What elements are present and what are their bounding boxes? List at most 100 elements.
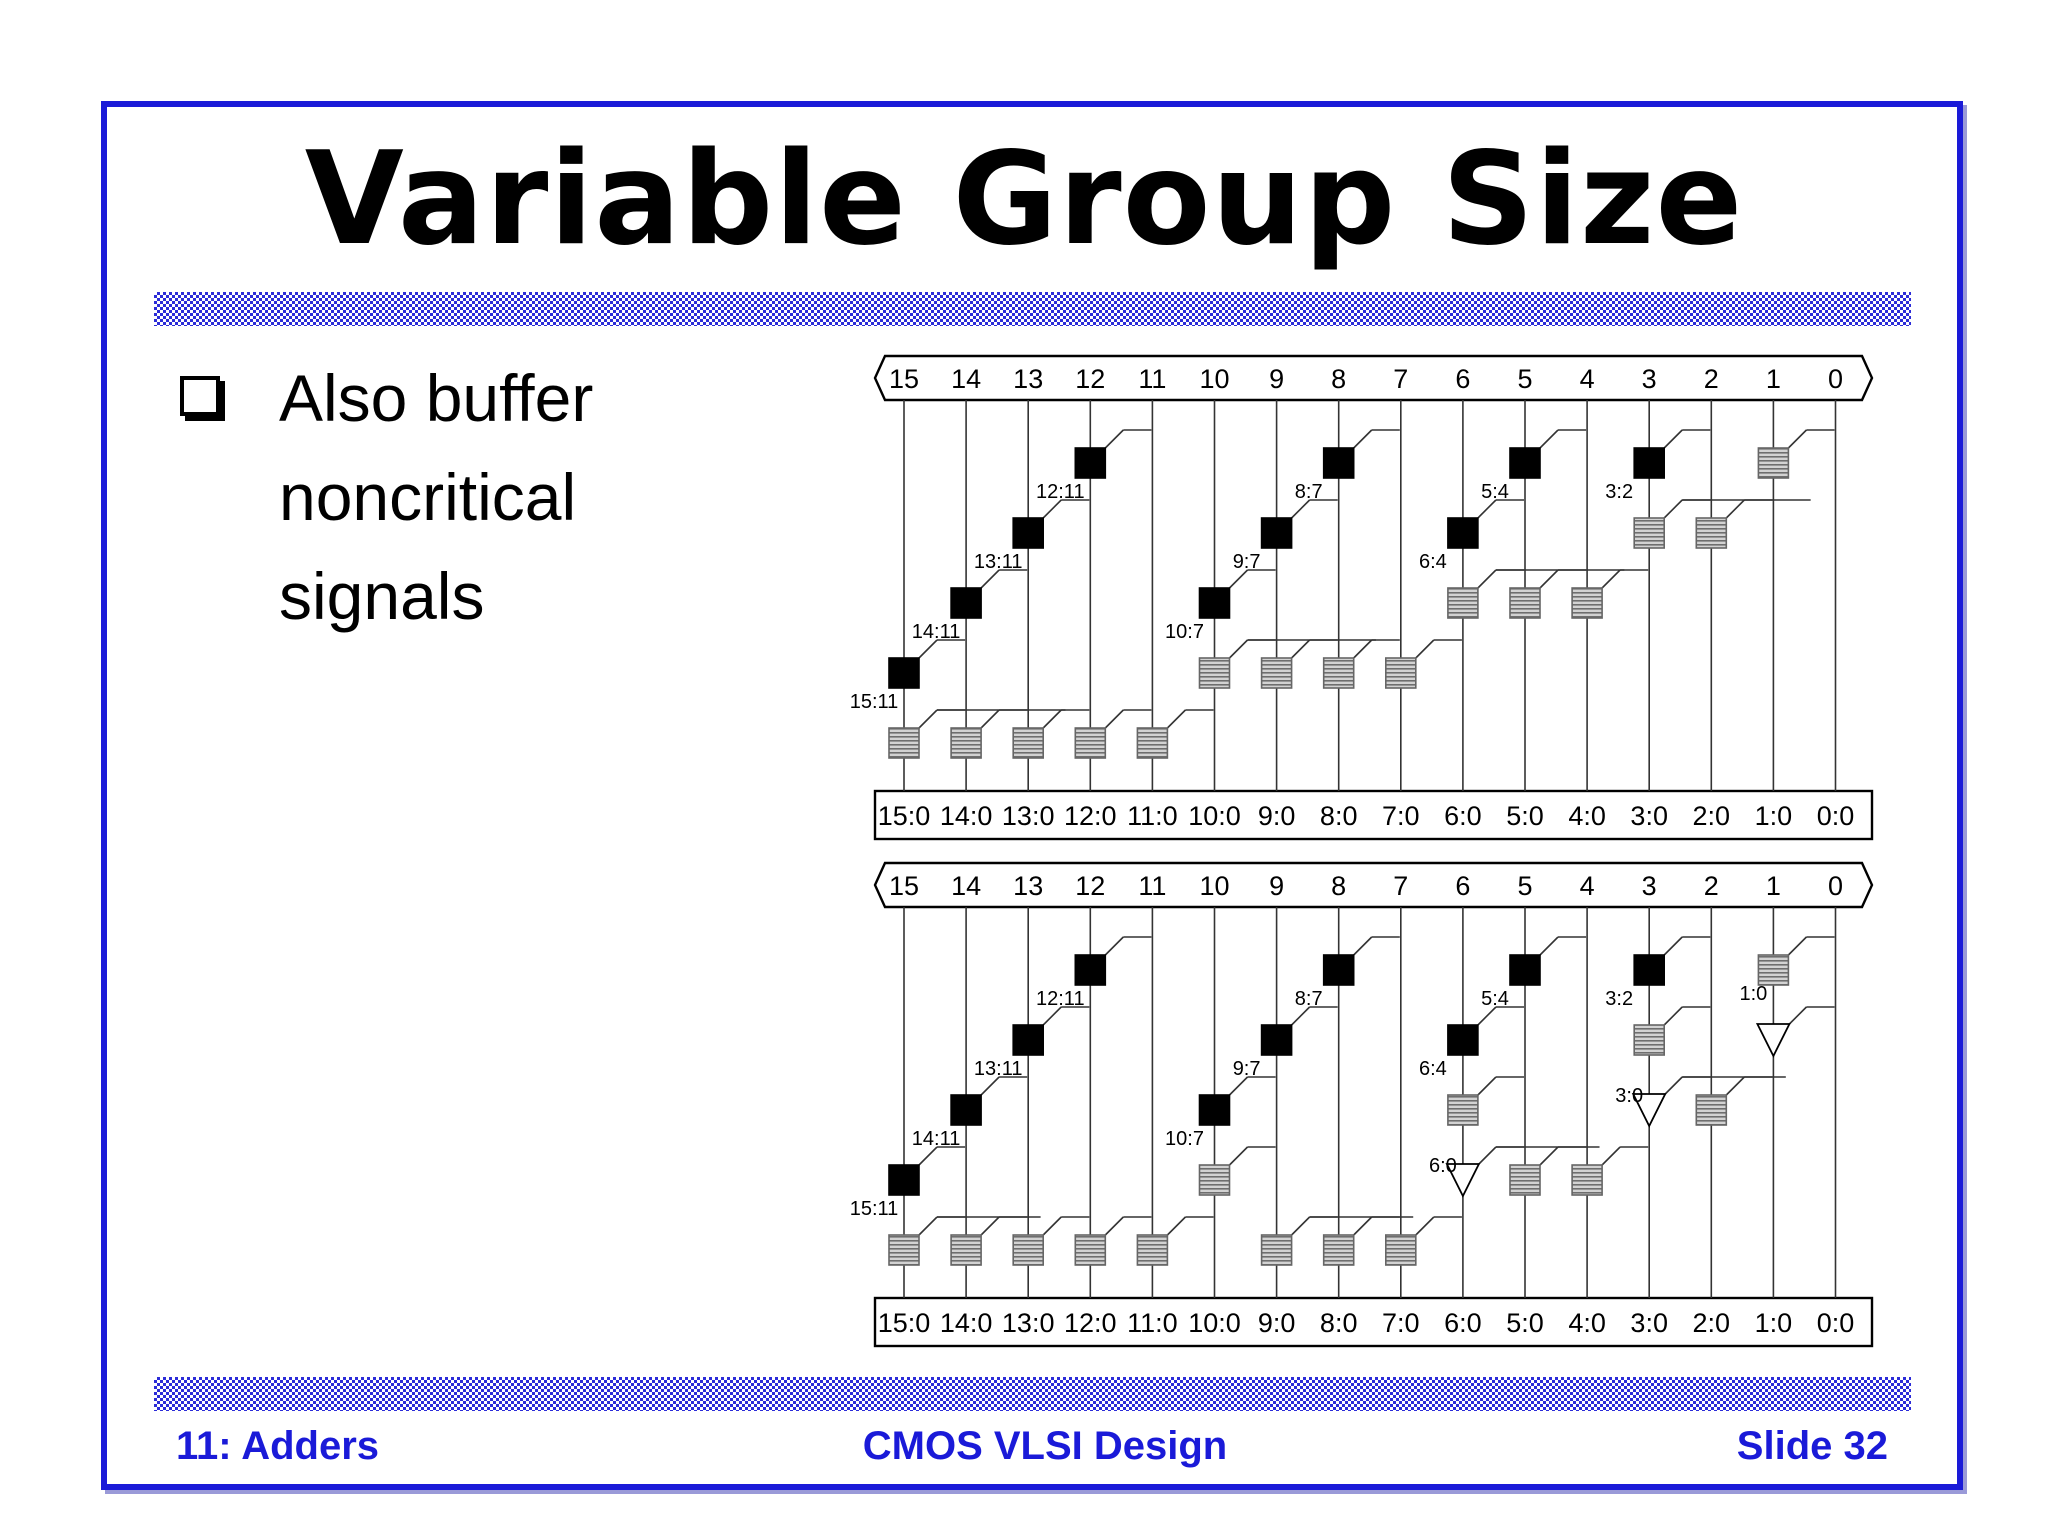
output-label: 12:0 bbox=[1064, 1308, 1117, 1338]
feed-wire bbox=[1104, 429, 1124, 449]
span-label: 9:7 bbox=[1233, 1058, 1261, 1080]
output-label: 11:0 bbox=[1127, 801, 1178, 831]
output-label: 9:0 bbox=[1258, 801, 1296, 831]
gray-cell bbox=[1260, 1234, 1293, 1266]
slide-title: Variable Group Size bbox=[304, 125, 1744, 274]
span-label: 6:0 bbox=[1429, 1155, 1457, 1177]
feed-wire bbox=[1042, 709, 1062, 729]
footer-course: CMOS VLSI Design bbox=[862, 1424, 1228, 1468]
span-label: 10:7 bbox=[1165, 1128, 1204, 1150]
output-label: 13:0 bbox=[1002, 1308, 1055, 1338]
feed-wire bbox=[980, 1216, 1000, 1236]
bit-index-label: 15 bbox=[889, 871, 919, 901]
feed-wire bbox=[1601, 1146, 1621, 1166]
gray-cell bbox=[1322, 1234, 1355, 1266]
gray-cell bbox=[1571, 587, 1603, 619]
feed-wire bbox=[1539, 1146, 1559, 1166]
span-label: 6:4 bbox=[1419, 551, 1447, 573]
gray-cell bbox=[1385, 1234, 1417, 1266]
feed-wire bbox=[1291, 639, 1311, 659]
black-cell bbox=[1074, 447, 1107, 479]
black-cell bbox=[1509, 954, 1541, 986]
gray-cell bbox=[1136, 1234, 1169, 1266]
output-label: 1:0 bbox=[1755, 801, 1793, 831]
bit-index-label: 11 bbox=[1138, 364, 1166, 394]
feed-wire bbox=[1228, 569, 1249, 589]
feed-wire bbox=[1353, 639, 1373, 659]
output-label: 8:0 bbox=[1320, 1308, 1358, 1338]
feed-wire bbox=[1415, 639, 1435, 659]
gray-cell bbox=[1198, 657, 1231, 689]
output-label: 2:0 bbox=[1693, 1308, 1731, 1338]
feed-wire bbox=[980, 709, 1000, 729]
gray-cell bbox=[1447, 1094, 1479, 1126]
output-label: 5:0 bbox=[1506, 1308, 1544, 1338]
output-label: 4:0 bbox=[1568, 1308, 1606, 1338]
span-label: 10:7 bbox=[1165, 621, 1204, 643]
span-label: 12:11 bbox=[1036, 481, 1085, 503]
span-label: 3:0 bbox=[1615, 1085, 1643, 1107]
span-label: 13:11 bbox=[974, 1058, 1023, 1080]
black-cell bbox=[1633, 447, 1665, 479]
bit-index-label: 8 bbox=[1331, 364, 1346, 394]
bit-index-label: 4 bbox=[1580, 364, 1595, 394]
feed-wire bbox=[1663, 429, 1683, 449]
feed-wire bbox=[918, 1146, 938, 1166]
output-label: 0:0 bbox=[1817, 801, 1855, 831]
feed-wire bbox=[1601, 569, 1621, 589]
feed-wire bbox=[1477, 1146, 1497, 1166]
feed-wire bbox=[1663, 1006, 1683, 1026]
bit-index-label: 10 bbox=[1199, 364, 1229, 394]
bullet-text-line-3: signals bbox=[279, 559, 485, 633]
gray-cell bbox=[888, 1234, 920, 1266]
black-cell bbox=[1633, 954, 1665, 986]
feed-wire bbox=[1477, 1006, 1497, 1026]
feed-wire bbox=[1539, 936, 1559, 956]
gray-cell bbox=[1012, 727, 1045, 759]
feed-wire bbox=[1663, 936, 1683, 956]
output-label: 3:0 bbox=[1630, 1308, 1668, 1338]
bit-index-label: 13 bbox=[1013, 364, 1043, 394]
span-label: 13:11 bbox=[974, 551, 1023, 573]
bit-index-label: 0 bbox=[1828, 871, 1843, 901]
span-label: 9:7 bbox=[1233, 551, 1261, 573]
gray-cell bbox=[1136, 727, 1169, 759]
bit-index-label: 10 bbox=[1199, 871, 1229, 901]
feed-wire bbox=[980, 569, 1000, 589]
span-label: 15:11 bbox=[850, 691, 899, 713]
span-label: 15:11 bbox=[850, 1198, 899, 1220]
feed-wire bbox=[1291, 1216, 1311, 1236]
output-label: 11:0 bbox=[1127, 1308, 1178, 1338]
feed-wire bbox=[1228, 1076, 1249, 1096]
footer-section: 11: Adders bbox=[176, 1424, 380, 1468]
gray-cell bbox=[1385, 657, 1417, 689]
bit-index-label: 4 bbox=[1580, 871, 1595, 901]
span-label: 3:2 bbox=[1605, 481, 1633, 503]
feed-wire bbox=[1725, 499, 1745, 519]
feed-wire bbox=[1228, 1146, 1249, 1166]
feed-wire bbox=[1353, 429, 1373, 449]
feed-wire bbox=[1663, 1076, 1683, 1096]
bullet-text-line-1: Also buffer bbox=[279, 361, 594, 435]
gray-cell bbox=[1074, 727, 1107, 759]
black-cell bbox=[1260, 517, 1293, 549]
output-label: 13:0 bbox=[1002, 801, 1055, 831]
feed-wire bbox=[1477, 499, 1497, 519]
output-label: 6:0 bbox=[1444, 1308, 1482, 1338]
feed-wire bbox=[1787, 429, 1807, 449]
feed-wire bbox=[1725, 1076, 1745, 1096]
bit-index-label: 14 bbox=[951, 871, 981, 901]
black-cell bbox=[888, 1164, 920, 1196]
black-cell bbox=[950, 587, 982, 619]
black-cell bbox=[1074, 954, 1107, 986]
span-label: 5:4 bbox=[1481, 988, 1509, 1010]
bit-index-header bbox=[873, 861, 1874, 909]
feed-wire bbox=[1104, 1216, 1124, 1236]
feed-wire bbox=[1477, 569, 1497, 589]
gray-cell bbox=[1012, 1234, 1045, 1266]
black-cell bbox=[950, 1094, 982, 1126]
bit-index-label: 13 bbox=[1013, 871, 1043, 901]
feed-wire bbox=[1477, 1076, 1497, 1096]
gray-cell bbox=[1695, 517, 1728, 549]
